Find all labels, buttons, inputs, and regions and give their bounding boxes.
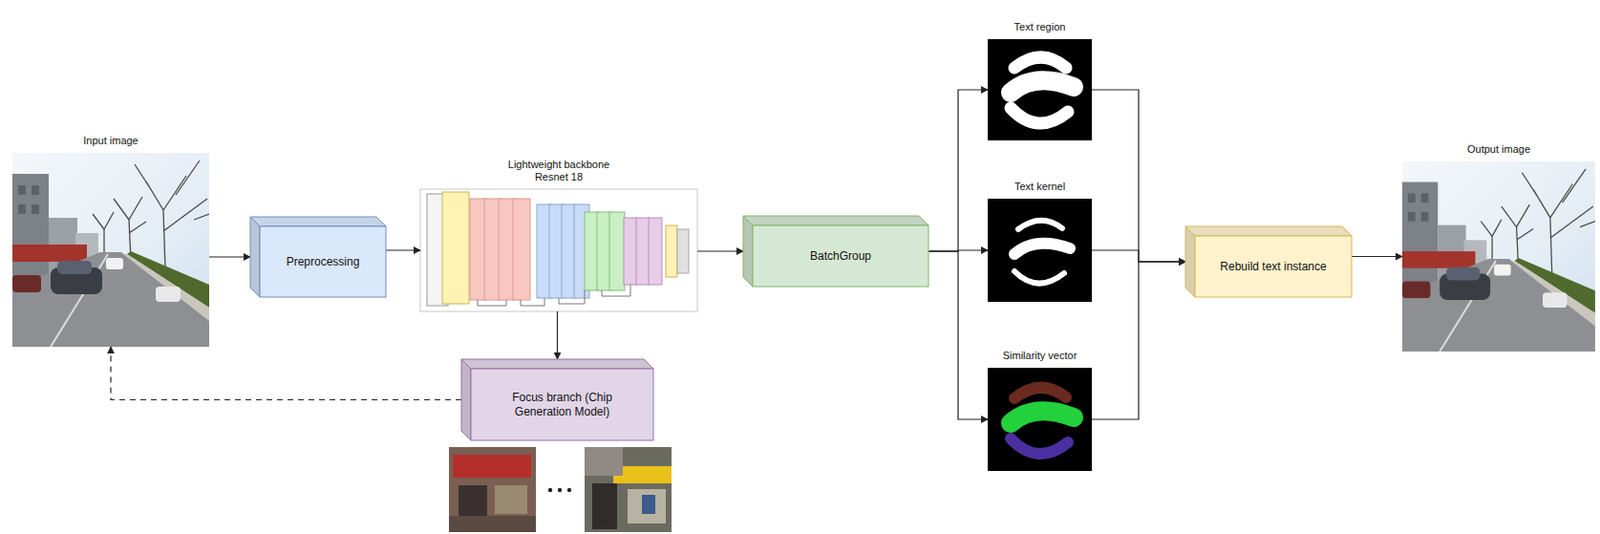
image-heading: Text kernel (1014, 180, 1066, 194)
chip-image (448, 447, 536, 533)
text-region-mask (987, 39, 1092, 141)
flow-arrow (697, 250, 744, 252)
cube-front (1194, 235, 1352, 298)
image-title: Similarity vector (1002, 349, 1078, 363)
image-title: Input image (83, 134, 138, 149)
output-photo (1402, 161, 1596, 352)
input-photo (12, 152, 210, 347)
process-box: Rebuild text instance (1185, 226, 1352, 298)
image-heading: Lightweight backbone Resnet 18 (497, 158, 620, 186)
flow-arrow (1091, 89, 1186, 262)
layer-slab (623, 217, 638, 285)
box-face: Focus branch (Chip Generation Model) (470, 368, 654, 441)
image-heading: Input image (83, 134, 138, 149)
layer-slab (677, 229, 689, 274)
flow-arrow (928, 251, 988, 420)
cube-front (752, 225, 929, 287)
layer-slab (442, 192, 470, 304)
image-heading: Similarity vector (1002, 349, 1078, 363)
cube-side (1185, 226, 1195, 298)
flow-arrow (1091, 250, 1186, 262)
flow-arrow (385, 249, 421, 251)
flow-arrow (928, 89, 988, 252)
process-box: Preprocessing (250, 216, 386, 298)
box-label: BatchGroup (810, 249, 872, 264)
input-image: Input image (12, 152, 210, 347)
box-face: Rebuild text instance (1194, 235, 1352, 298)
process-box: BatchGroup (743, 215, 929, 287)
process-box: Focus branch (Chip Generation Model) (461, 359, 654, 441)
layer-slab (648, 217, 662, 285)
box-face: Preprocessing (259, 226, 386, 298)
backbone-figure: Lightweight backbone Resnet 18 (420, 189, 698, 312)
mask-image: Text region (987, 39, 1092, 141)
flow-arrow (209, 256, 251, 257)
cube-top (250, 216, 386, 227)
cube-top (461, 359, 654, 369)
dashed-arrow (110, 346, 462, 401)
flow-arrow (556, 311, 558, 360)
cube-side (743, 215, 753, 287)
layer-slab (512, 198, 531, 300)
box-label: Rebuild text instance (1219, 259, 1326, 275)
image-heading: Text region (1014, 21, 1067, 35)
cube-top (1185, 226, 1352, 236)
cube-side (250, 216, 260, 298)
cube-front (259, 226, 386, 298)
image-title: Output image (1467, 143, 1531, 157)
box-label: Preprocessing (286, 255, 361, 270)
mask-image: Similarity vector (987, 367, 1092, 471)
layer-slab (636, 217, 650, 285)
skip-connection (477, 284, 631, 306)
layer-slab (665, 225, 678, 278)
cube-top (743, 215, 929, 226)
box-face: BatchGroup (752, 225, 929, 287)
chip-image (584, 447, 672, 533)
image-title: Lightweight backbone Resnet 18 (497, 158, 620, 186)
output-image: Output image (1402, 161, 1596, 352)
mask-image: Text kernel (987, 198, 1092, 302)
flow-arrow (1351, 256, 1403, 257)
image-title: Text region (1014, 21, 1067, 35)
cube-front (470, 368, 654, 441)
box-label: Focus branch (Chip Generation Model) (490, 390, 635, 420)
cube-side (461, 359, 471, 441)
resnet-figure (420, 189, 698, 312)
layer-slab (609, 212, 625, 291)
image-title: Text kernel (1014, 180, 1066, 194)
similarity-vector-map (987, 367, 1092, 471)
flow-arrow (1091, 261, 1186, 420)
image-heading: Output image (1467, 143, 1531, 157)
figure-frame (420, 189, 698, 312)
ellipsis-dots (548, 488, 572, 492)
text-kernel-mask (987, 198, 1092, 302)
